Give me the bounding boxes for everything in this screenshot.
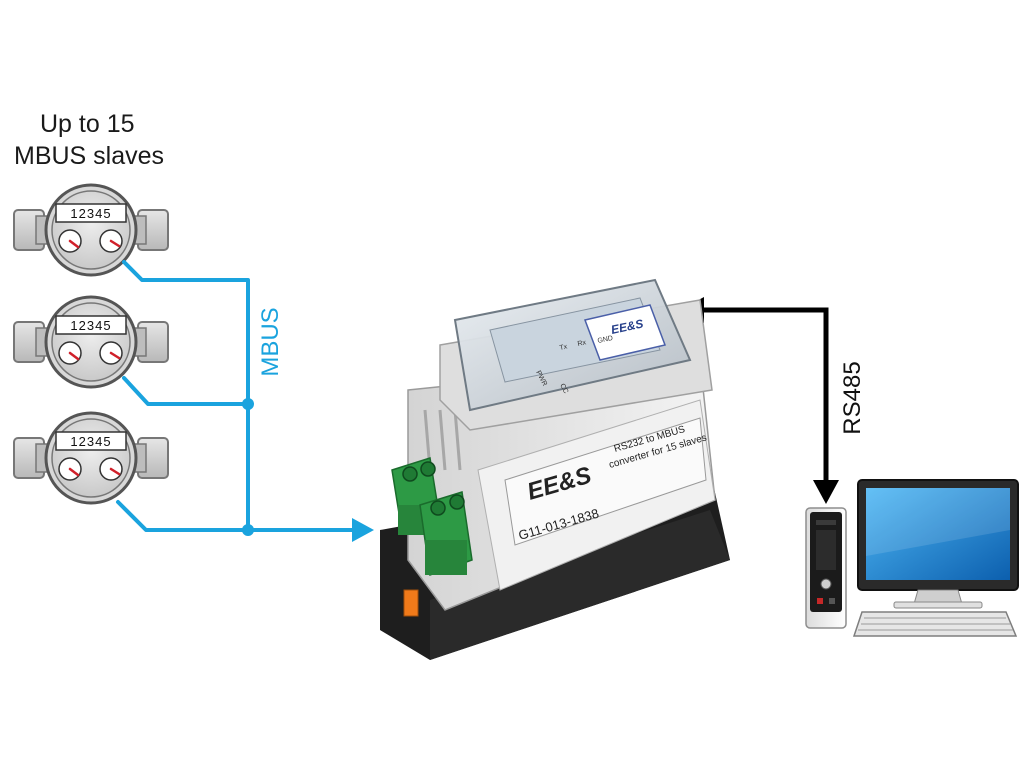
- rs485-label: RS485: [839, 361, 866, 434]
- pcb-label-cc: CC: [558, 383, 569, 395]
- keyboard: [852, 611, 1018, 637]
- mbus-arrowhead: [352, 518, 374, 542]
- water-meter: 12345: [13, 411, 169, 505]
- terminal-block: [419, 491, 473, 577]
- meter-display-text: 12345: [70, 318, 111, 333]
- pcb-label-tx: Tx: [559, 343, 569, 352]
- water-meter: 12345: [13, 295, 169, 389]
- rs485-arrowhead-down: [813, 480, 839, 504]
- rs485-link: [700, 307, 829, 486]
- pcb-label-rx: Rx: [577, 339, 587, 348]
- pcb-label-gnd: GND: [597, 335, 614, 345]
- monitor: [857, 479, 1019, 609]
- heading-line-2: MBUS slaves: [14, 142, 165, 170]
- mbus-label: MBUS: [257, 307, 284, 376]
- pc-tower: [805, 507, 847, 629]
- meter-display-text: 12345: [70, 434, 111, 449]
- bus-junction: [242, 524, 254, 536]
- pcb-brand: EE&S: [610, 316, 645, 336]
- water-meter: 12345: [13, 183, 169, 277]
- computer: [805, 479, 1019, 637]
- mbus-converter: EE&S Tx Rx GND PWR CC EE&S RS232 to MBUS…: [380, 278, 730, 660]
- mbus-wiring: [116, 260, 354, 532]
- heading-line-1: Up to 15: [40, 110, 135, 138]
- bus-junction: [242, 398, 254, 410]
- meter-display-text: 12345: [70, 206, 111, 221]
